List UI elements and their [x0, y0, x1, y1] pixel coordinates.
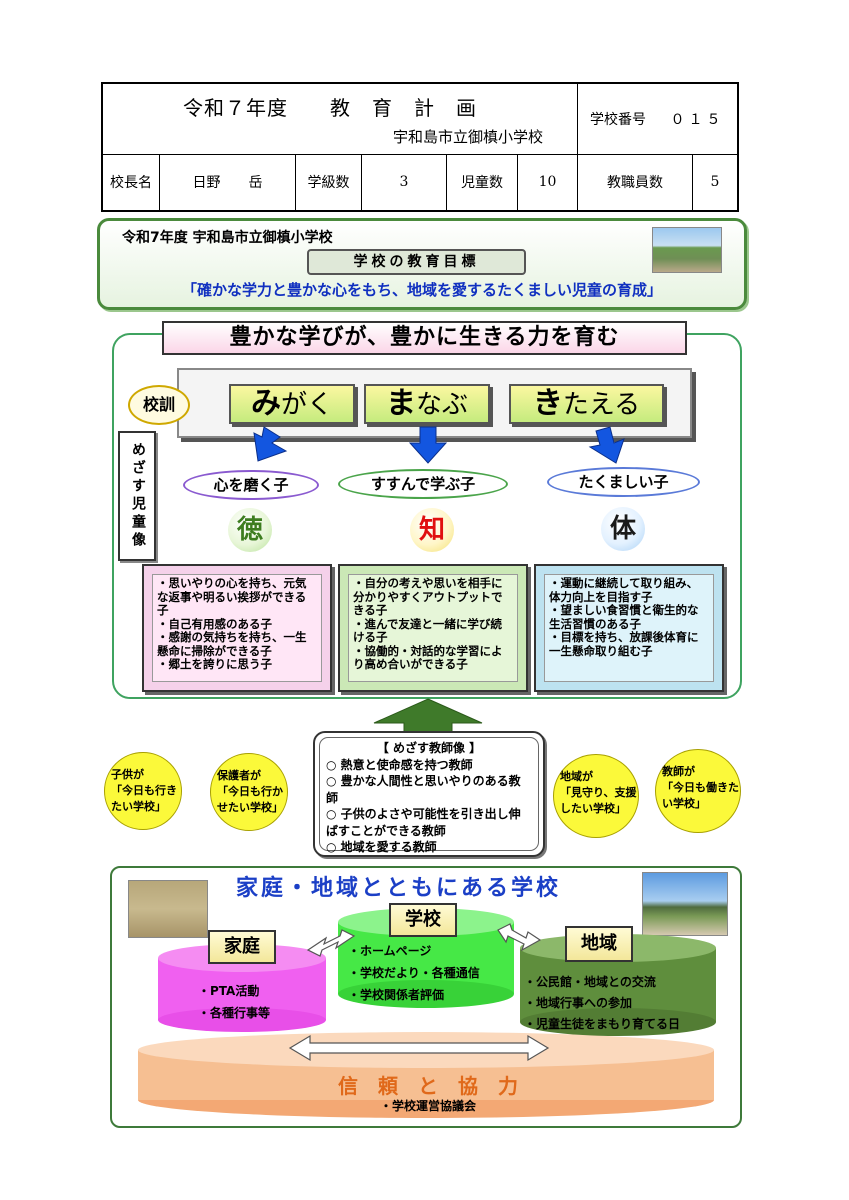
school-cylinder	[338, 908, 514, 1008]
list-item: ○ 熱意と使命感を持つ教師	[326, 757, 473, 772]
motto-label: 校訓	[128, 385, 190, 425]
voice-who: 保護者が	[217, 769, 261, 782]
school-no-value: ０１５	[670, 112, 725, 128]
community-title: 家庭・地域とともにある学校	[236, 876, 562, 901]
list-item: ・児童生徒をまもり育てる日	[524, 1017, 681, 1031]
mountain-photo	[642, 872, 728, 936]
voice-teachers: 教師が 「今日も働きたい学校」	[655, 749, 741, 833]
list-item: ・学校だより・各種通信	[348, 966, 480, 980]
principal-label: 校長名	[110, 175, 152, 191]
goal-text: 「確かな学力と豊かな心をもち、地域を愛するたくましい児童の育成」	[181, 281, 662, 299]
trust-base-cylinder	[138, 1032, 714, 1118]
classes-label: 学級数	[307, 175, 350, 191]
school-label: 学校	[389, 903, 457, 937]
up-arrow-icon	[373, 698, 483, 734]
voice-say: 「見守り、支援したい学校」	[560, 786, 637, 815]
list-item: ・地域行事への参加	[524, 996, 633, 1010]
motto-migaku: みがく	[229, 384, 355, 424]
list-item: ・運動に継続して取り組み、体力向上を目指す子	[549, 576, 699, 604]
list-item: ・思いやりの心を持ち、元気な返事や明るい挨拶ができる子	[157, 576, 307, 617]
voice-children: 子供が 「今日も行きたい学校」	[104, 752, 182, 830]
home-list: ・PTA活動 ・各種行事等	[198, 980, 270, 1024]
school-no-label: 学校番号	[590, 112, 646, 128]
knowledge-char: 知	[410, 508, 454, 552]
activity-photo	[128, 880, 208, 938]
list-item: ・ホームページ	[348, 944, 432, 958]
voice-parents: 保護者が 「今日も行かせたい学校」	[210, 753, 288, 831]
list-item: ○ 豊かな人間性と思いやりのある教師	[326, 774, 521, 805]
list-item: ・進んで友達と一緒に学び続ける子	[353, 616, 502, 644]
body-char: 体	[601, 507, 645, 551]
double-arrow-icon	[288, 923, 550, 1062]
pillar-name-virtue: 心を磨く子	[183, 470, 319, 500]
down-arrow-icon	[253, 426, 625, 464]
list-item: ・郷土を誇りに思う子	[157, 657, 272, 671]
pupils-value: 10	[538, 174, 557, 190]
list-item: ・学校関係者評価	[348, 988, 445, 1002]
list-item: ・自分の考えや思いを相手に分かりやすくアウトプットできる子	[353, 576, 503, 617]
teacher-title: 【 めざす教師像 】	[376, 741, 482, 755]
motto-kitaeru: きたえる	[509, 384, 664, 424]
region-list: ・公民館・地域との交流 ・地域行事への参加 ・児童生徒をまもり育てる日	[524, 972, 680, 1035]
header-row-title: 令和７年度 教 育 計 画 宇和島市立御槙小学校 学校番号 ０１５	[103, 84, 737, 155]
virtue-char: 徳	[228, 508, 272, 552]
voice-say: 「今日も行かせたい学校」	[217, 785, 283, 814]
voice-say: 「今日も行きたい学校」	[111, 784, 177, 813]
voice-who: 子供が	[111, 768, 144, 781]
pillar-name-knowledge: すすんで学ぶ子	[338, 469, 508, 499]
pillar-box-knowledge: ・自分の考えや思いを相手に分かりやすくアウトプットできる子 ・進んで友達と一緒に…	[338, 564, 528, 692]
target-pupil-label: めざす児童像	[118, 431, 156, 561]
voice-who: 地域が	[560, 770, 593, 783]
motto-manabu: まなぶ	[364, 384, 490, 424]
list-item: ・協働的・対話的な学習により高め合いができる子	[353, 643, 503, 671]
list-item: ・公民館・地域との交流	[524, 975, 656, 989]
region-label: 地域	[565, 926, 633, 962]
pillar-name-body: たくましい子	[547, 467, 700, 497]
pillar-box-virtue: ・思いやりの心を持ち、元気な返事や明るい挨拶ができる子 ・自己有用感のある子 ・…	[142, 564, 332, 692]
trust-label: 信 頼 と 協 力	[338, 1074, 518, 1098]
classes-value: 3	[399, 174, 409, 190]
header-row-stats: 校長名 日野 岳 学級数 3 児童数 10 教職員数 5	[103, 154, 737, 210]
principal-name: 日野 岳	[192, 175, 263, 191]
council-label: ・学校運営協議会	[379, 1099, 476, 1113]
list-item: ○ 子供のよさや可能性を引き出し伸ばすことができる教師	[326, 807, 521, 838]
education-goal-box: 令和7年度 宇和島市立御槙小学校 学校の教育目標 「確かな学力と豊かな心をもち、…	[97, 218, 747, 310]
pillar-box-body: ・運動に継続して取り組み、体力向上を目指す子 ・望ましい食習慣と衛生的な生活習慣…	[534, 564, 724, 692]
staff-label: 教職員数	[607, 175, 663, 191]
list-item: ・感謝の気持ちを持ち、一生懸命に掃除ができる子	[157, 630, 307, 658]
list-item: ・各種行事等	[198, 1006, 271, 1020]
plan-title: 令和７年度 教 育 計 画	[183, 96, 477, 120]
voice-say: 「今日も働きたい学校」	[662, 781, 739, 810]
main-title: 豊かな学びが、豊かに生きる力を育む	[162, 321, 687, 355]
community-frame	[110, 866, 742, 1128]
home-cylinder	[158, 944, 326, 1032]
staff-value: 5	[710, 174, 720, 190]
school-name: 宇和島市立御槙小学校	[393, 128, 544, 146]
pupils-label: 児童数	[461, 175, 503, 191]
school-building-photo	[652, 227, 722, 273]
list-item: ○ 地域を愛する教師	[326, 840, 437, 854]
goal-subtitle: 令和7年度 宇和島市立御槙小学校	[122, 230, 333, 246]
arrow-group	[253, 426, 625, 464]
list-item: ・望ましい食習慣と衛生的な生活習慣のある子	[549, 603, 699, 631]
list-item: ・PTA活動	[198, 984, 260, 998]
home-label: 家庭	[208, 930, 276, 964]
target-teacher-box: 【 めざす教師像 】 ○ 熱意と使命感を持つ教師 ○ 豊かな人間性と思いやりのあ…	[313, 731, 545, 857]
list-item: ・目標を持ち、放課後体育に一生懸命取り組む子	[549, 630, 699, 658]
voice-community: 地域が 「見守り、支援したい学校」	[553, 754, 639, 838]
voice-who: 教師が	[662, 765, 695, 778]
list-item: ・自己有用感のある子	[157, 616, 272, 631]
goal-label: 学校の教育目標	[307, 249, 526, 275]
header-table: 令和７年度 教 育 計 画 宇和島市立御槙小学校 学校番号 ０１５ 校長名 日野…	[101, 82, 739, 212]
school-list: ・ホームページ ・学校だより・各種通信 ・学校関係者評価	[348, 940, 480, 1006]
